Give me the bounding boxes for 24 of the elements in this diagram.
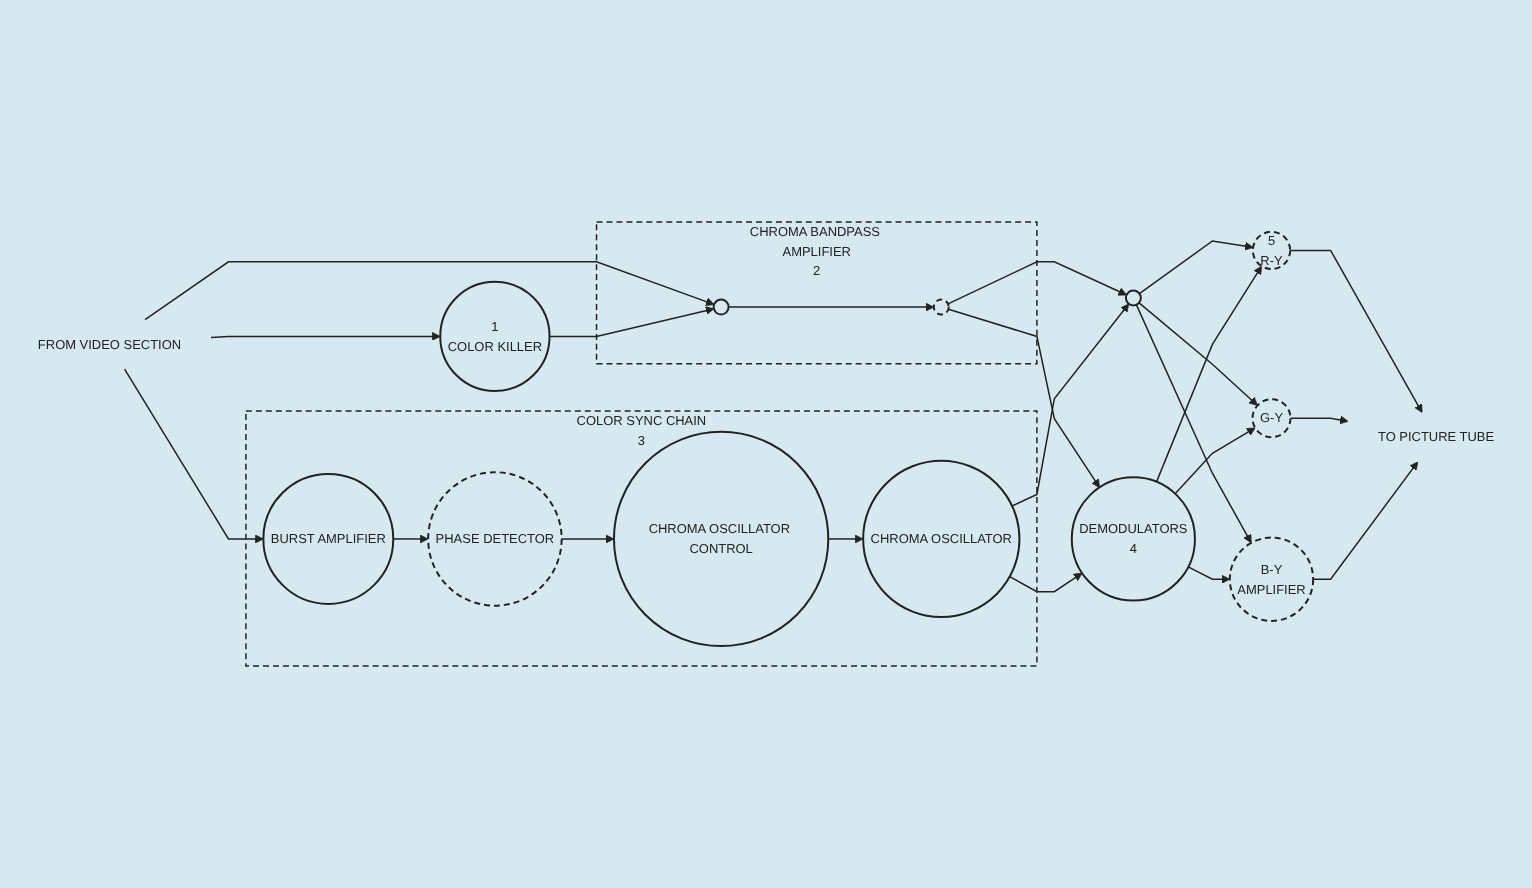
- arrow: [947, 308, 1100, 488]
- arrow: [123, 368, 264, 544]
- arrow: [1289, 415, 1349, 425]
- node-circle: [1124, 289, 1142, 307]
- arrow: [548, 306, 715, 338]
- arrow: [947, 261, 1127, 305]
- arrow: [1289, 249, 1423, 413]
- arrow: [392, 534, 429, 544]
- arrow: [1138, 240, 1254, 295]
- arrow: [727, 302, 935, 312]
- arrow: [1187, 566, 1231, 584]
- arrow: [827, 534, 864, 544]
- arrow: [1155, 265, 1262, 483]
- node-circle: [712, 298, 730, 316]
- node-circle: [932, 298, 950, 316]
- arrow: [210, 332, 441, 341]
- arrow: [1011, 303, 1130, 507]
- arrow: [560, 534, 615, 544]
- arrow: [1312, 461, 1419, 580]
- arrow: [1135, 304, 1252, 544]
- arrow: [1009, 572, 1083, 593]
- arrow: [1138, 302, 1258, 406]
- arrow: [144, 261, 715, 321]
- arrow: [1174, 427, 1256, 495]
